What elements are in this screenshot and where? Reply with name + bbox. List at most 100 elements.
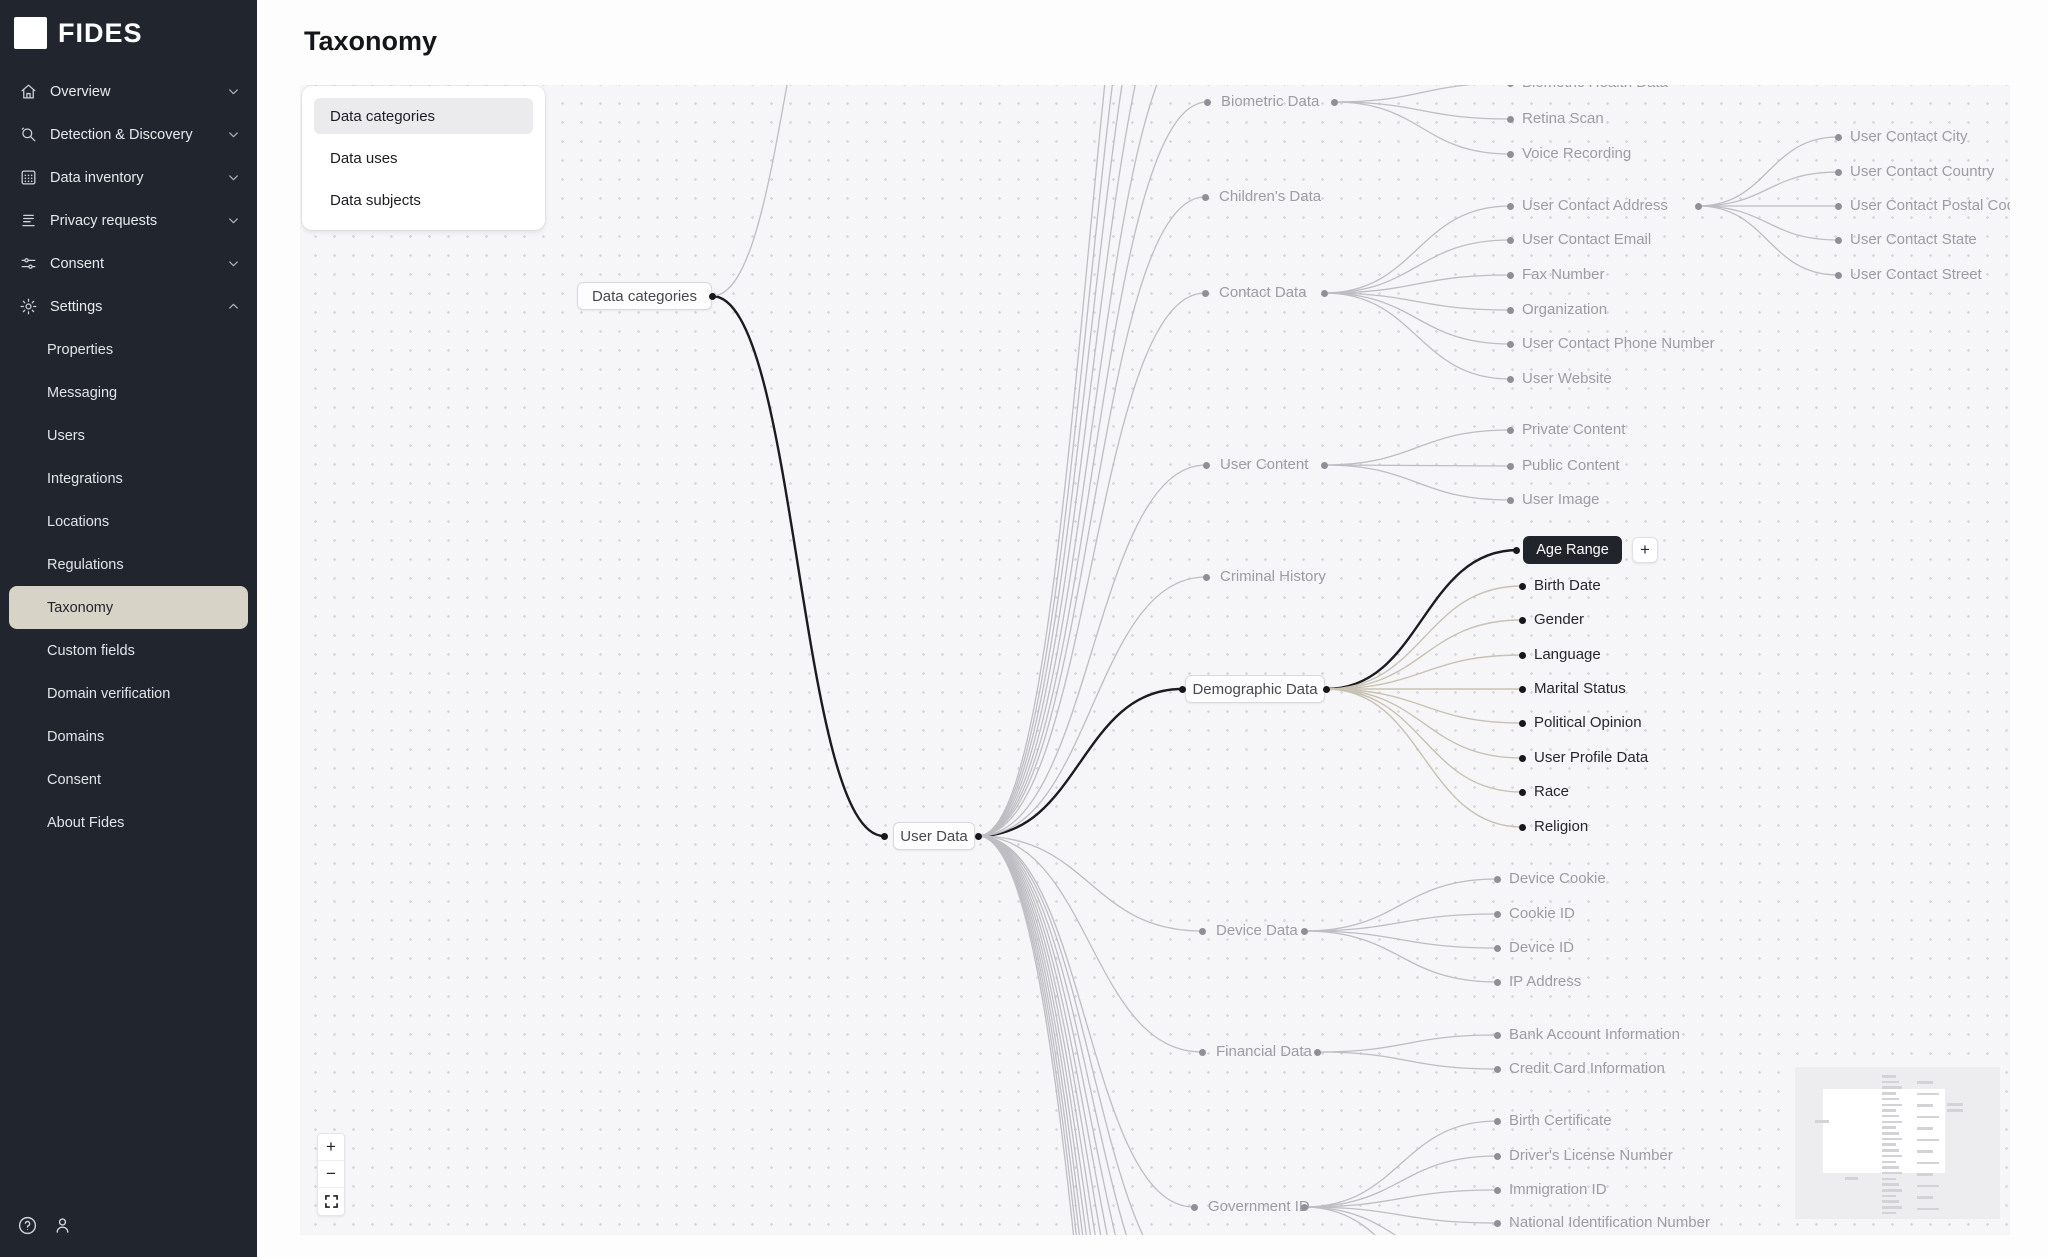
tree-node-bank-account-information[interactable]: Bank Account Information <box>1509 1026 1680 1043</box>
tree-node-ip-address[interactable]: IP Address <box>1509 973 1582 990</box>
tree-node-gender[interactable]: Gender <box>1534 611 1585 628</box>
sidebar-subitem-properties[interactable]: Properties <box>47 341 114 358</box>
tree-node-fax-number[interactable]: Fax Number <box>1522 266 1605 283</box>
minimap-node <box>1882 1092 1896 1095</box>
tree-node-retina-scan[interactable]: Retina Scan <box>1522 110 1604 127</box>
sidebar-subitem-custom-fields[interactable]: Custom fields <box>47 642 135 659</box>
tree-node-financial-data[interactable]: Financial Data <box>1216 1043 1312 1060</box>
tree-node-user-profile-data[interactable]: User Profile Data <box>1534 749 1649 766</box>
tree-node-user-contact-country[interactable]: User Contact Country <box>1850 163 1995 180</box>
sidebar-subitem-users[interactable]: Users <box>47 427 85 444</box>
tree-edges <box>711 85 1839 1235</box>
sidebar-subitem-domain-verification[interactable]: Domain verification <box>47 685 171 702</box>
sidebar-item-privacy-requests[interactable]: Privacy requests <box>0 199 257 242</box>
sidebar-item-detection-discovery[interactable]: Detection & Discovery <box>0 113 257 156</box>
taxonomy-type-data-uses[interactable]: Data uses <box>330 149 398 167</box>
sidebar-subitem-integrations[interactable]: Integrations <box>47 470 123 487</box>
minimap-node <box>1882 1075 1896 1078</box>
tree-edge <box>977 85 1158 837</box>
tree-node-race[interactable]: Race <box>1534 783 1570 800</box>
tree-node-biometric-data[interactable]: Biometric Data <box>1221 93 1320 110</box>
sidebar-item-overview[interactable]: Overview <box>0 70 257 113</box>
sidebar-subitem-domains[interactable]: Domains <box>47 728 105 745</box>
tree-node-childrens-data[interactable]: Children's Data <box>1219 188 1322 205</box>
node-handle-dot <box>1493 1219 1501 1227</box>
minimap-node <box>1882 1183 1899 1186</box>
tree-node-user-contact-city[interactable]: User Contact City <box>1850 128 1968 145</box>
tree-edge <box>1323 429 1511 466</box>
node-handle-dot <box>1493 944 1501 952</box>
zoom-in-button[interactable]: + <box>318 1134 344 1161</box>
tree-edge <box>1303 1155 1498 1208</box>
minimap-node <box>1882 1086 1902 1089</box>
tree-node-user-data[interactable]: User Data <box>893 822 975 850</box>
taxonomy-type-data-categories[interactable]: Data categories <box>314 98 533 134</box>
sidebar-item-data-inventory[interactable]: Data inventory <box>0 156 257 199</box>
app-logo-text: FIDES <box>58 17 143 48</box>
user-icon[interactable] <box>52 1215 73 1241</box>
tree-node-user-contact-address[interactable]: User Contact Address <box>1522 197 1668 214</box>
tree-node-credit-card-information[interactable]: Credit Card Information <box>1509 1060 1665 1077</box>
add-child-button[interactable]: + <box>1632 537 1658 563</box>
sidebar-item-consent[interactable]: Consent <box>0 242 257 285</box>
tree-node-cookie-id[interactable]: Cookie ID <box>1509 905 1575 922</box>
zoom-out-button[interactable]: − <box>318 1161 344 1188</box>
sidebar-subitem-consent[interactable]: Consent <box>47 771 102 788</box>
tree-node-birth-certificate[interactable]: Birth Certificate <box>1509 1112 1612 1129</box>
tree-node-drivers-license-number[interactable]: Driver's License Number <box>1509 1147 1673 1164</box>
tree-node-religion[interactable]: Religion <box>1534 818 1589 835</box>
tree-node-user-contact-street[interactable]: User Contact Street <box>1850 266 1982 283</box>
node-handle-dot <box>1506 202 1514 210</box>
tree-node-voice-recording[interactable]: Voice Recording <box>1522 145 1632 162</box>
tree-node-user-website[interactable]: User Website <box>1522 370 1612 387</box>
tree-edge <box>1325 688 1523 724</box>
minimap-viewport[interactable] <box>1823 1089 1945 1173</box>
sidebar-subitem-about-fides[interactable]: About Fides <box>47 814 125 831</box>
tree-node-public-content[interactable]: Public Content <box>1522 457 1620 474</box>
sidebar-item-settings[interactable]: Settings <box>0 285 257 328</box>
tree-node-organization[interactable]: Organization <box>1522 301 1608 318</box>
node-handle-dot <box>1320 461 1328 469</box>
tree-node-user-image[interactable]: User Image <box>1522 491 1600 508</box>
tree-node-user-contact-phone-number[interactable]: User Contact Phone Number <box>1522 335 1715 352</box>
node-handle-dot <box>1201 289 1209 297</box>
chevron-up-icon <box>226 299 241 314</box>
tree-node-national-identification-number[interactable]: National Identification Number <box>1509 1214 1710 1231</box>
tree-node-device-cookie[interactable]: Device Cookie <box>1509 870 1606 887</box>
tree-node-user-contact-email[interactable]: User Contact Email <box>1522 231 1652 248</box>
minimap[interactable] <box>1795 1067 2000 1219</box>
sidebar-subitem-regulations[interactable]: Regulations <box>47 556 124 573</box>
tree-node-contact-data[interactable]: Contact Data <box>1219 284 1307 301</box>
tree-node-user-contact-postal-code[interactable]: User Contact Postal Code <box>1850 197 2010 214</box>
tree-node-age-range-selected[interactable]: Age Range <box>1523 536 1622 564</box>
tree-node-demographic-data[interactable]: Demographic Data <box>1185 675 1325 703</box>
tree-node-immigration-id[interactable]: Immigration ID <box>1509 1181 1607 1198</box>
tree-node-device-data[interactable]: Device Data <box>1216 922 1298 939</box>
tree-node-criminal-history[interactable]: Criminal History <box>1220 568 1326 585</box>
tree-node-user-contact-state[interactable]: User Contact State <box>1850 231 1977 248</box>
tree-node-marital-status[interactable]: Marital Status <box>1534 680 1626 697</box>
tree-node-device-id[interactable]: Device ID <box>1509 939 1575 956</box>
tree-node-user-content[interactable]: User Content <box>1220 456 1309 473</box>
sidebar-subitem-locations[interactable]: Locations <box>47 513 110 530</box>
taxonomy-type-data-subjects[interactable]: Data subjects <box>330 191 421 209</box>
tree-edge <box>1333 101 1511 155</box>
tree-node-government-id[interactable]: Government ID <box>1208 1198 1310 1215</box>
tree-node-political-opinion[interactable]: Political Opinion <box>1534 714 1642 731</box>
sidebar-subitem-taxonomy[interactable]: Taxonomy <box>9 586 248 629</box>
fit-view-button[interactable] <box>318 1188 344 1215</box>
minimap-node <box>1882 1160 1896 1163</box>
minimap-node <box>1882 1097 1899 1101</box>
help-icon[interactable] <box>17 1215 38 1241</box>
app-logo[interactable]: FIDES <box>0 0 257 52</box>
minimap-node <box>1882 1200 1899 1203</box>
tree-node-birth-date[interactable]: Birth Date <box>1534 577 1601 594</box>
tree-node-data-categories[interactable]: Data categories <box>577 282 712 310</box>
tree-node-language[interactable]: Language <box>1534 646 1601 663</box>
tree-node-biometric-health-data[interactable]: Biometric Health Data <box>1522 85 1668 93</box>
sidebar-subitem-messaging[interactable]: Messaging <box>47 384 118 401</box>
minimap-node <box>1947 1109 1963 1112</box>
tree-node-private-content[interactable]: Private Content <box>1522 421 1626 438</box>
tree-edge <box>1323 274 1511 294</box>
